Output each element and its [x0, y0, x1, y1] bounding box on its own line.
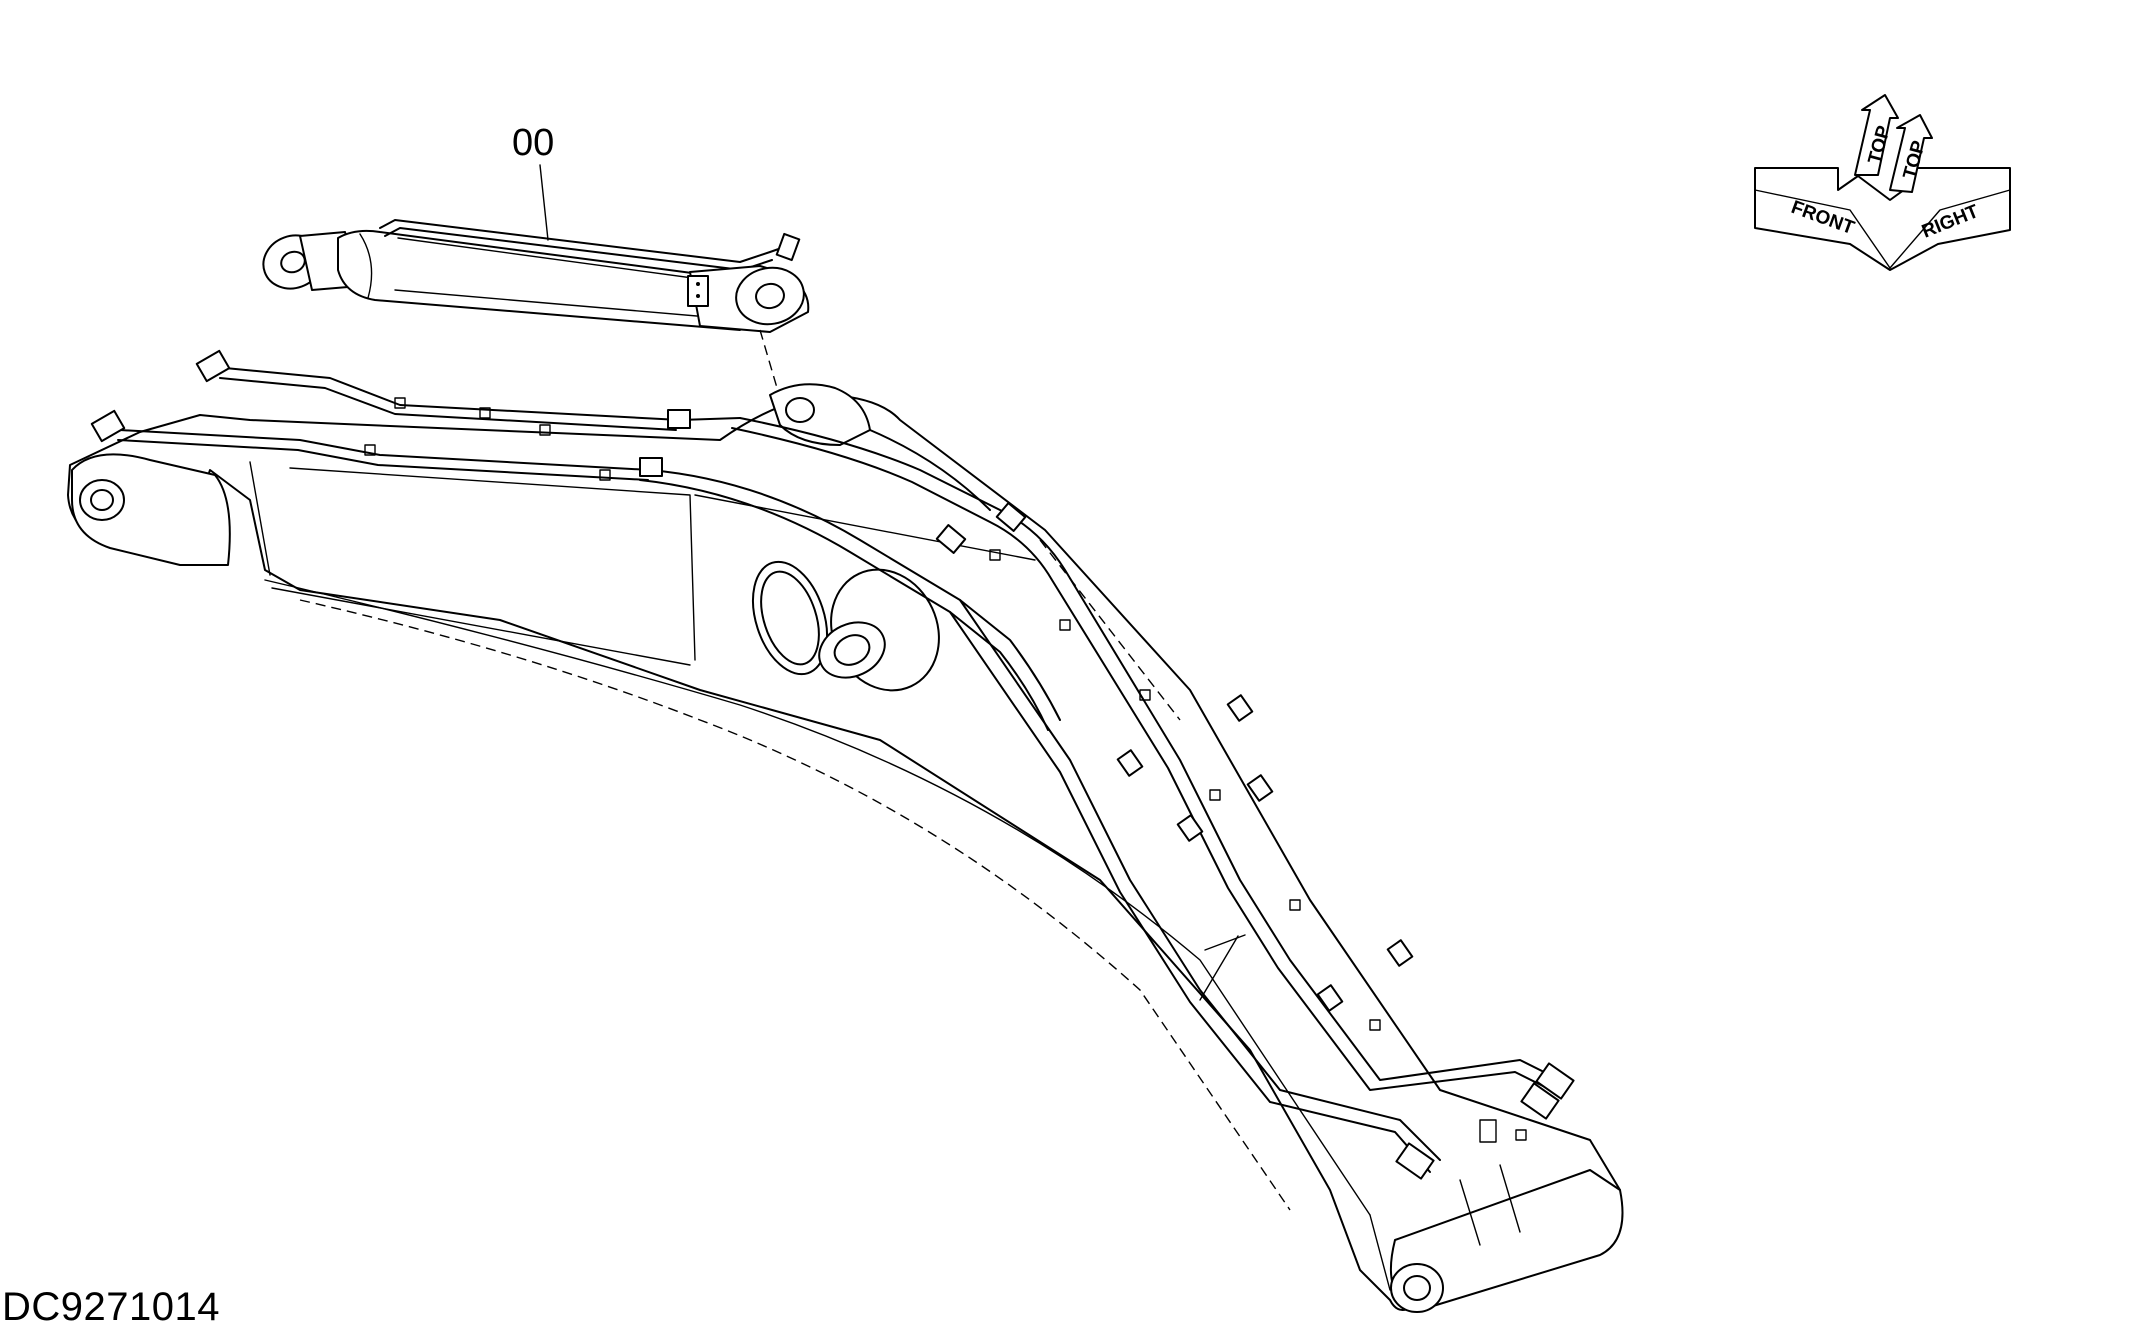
part-leader-line — [539, 164, 549, 241]
part-number-label[interactable]: 00 — [512, 122, 554, 164]
orientation-indicator: TOP TOP FRONT RIGHT — [1754, 94, 2011, 271]
boom-arm[interactable] — [67, 383, 1624, 1313]
alignment-line — [759, 329, 781, 399]
hydraulic-cylinder[interactable] — [256, 219, 810, 333]
hydraulic-pipe-assembly[interactable] — [90, 349, 1575, 1180]
drawing-reference-code: DC9271014 — [2, 1285, 220, 1329]
